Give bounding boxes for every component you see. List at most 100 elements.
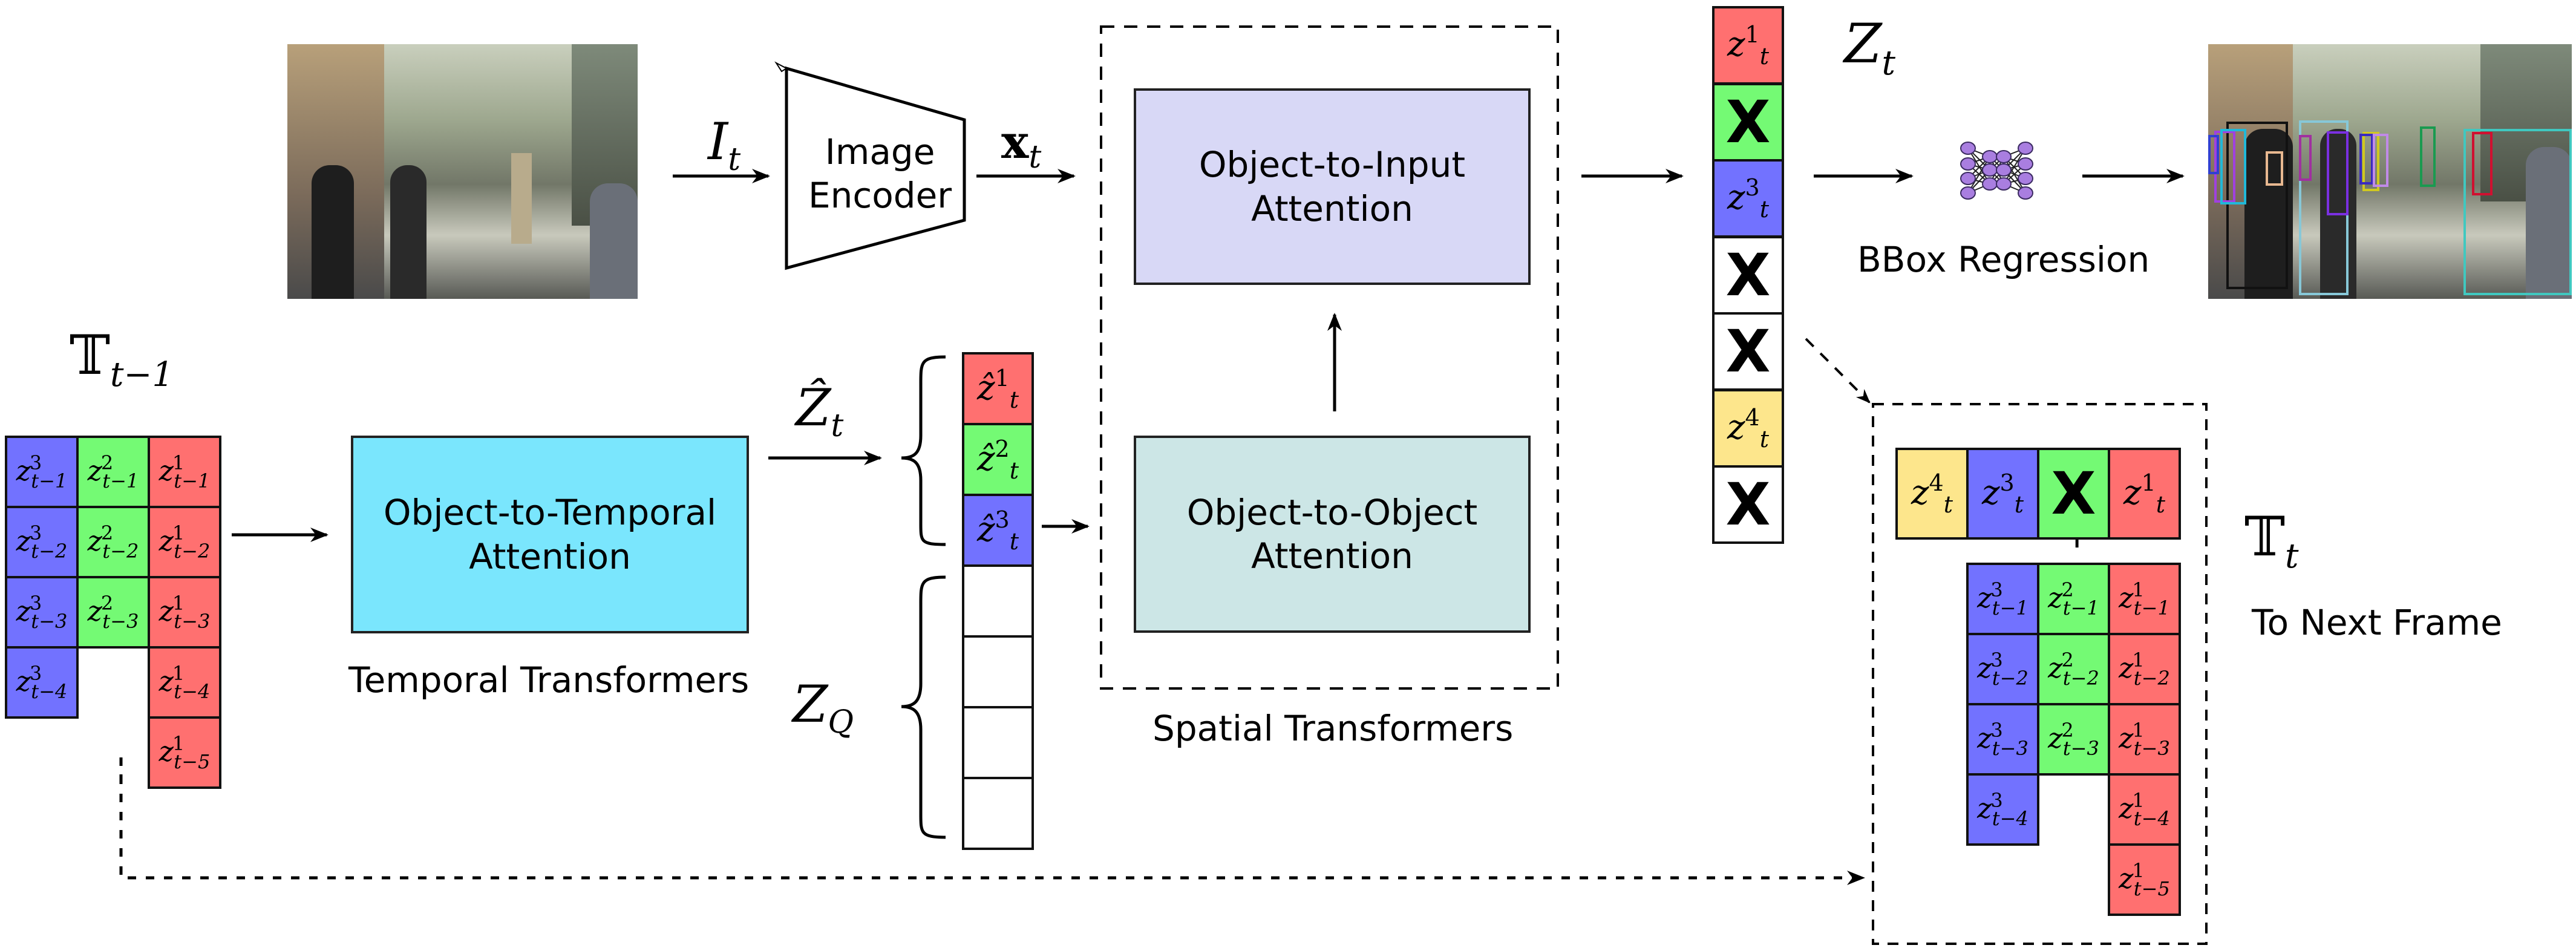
time-index: t−1 bbox=[2062, 597, 2099, 619]
current-tracks-frame bbox=[1872, 403, 2208, 945]
time-index: t−1 bbox=[102, 469, 139, 492]
time-index: t bbox=[1759, 196, 1769, 223]
time-index: t−3 bbox=[102, 610, 139, 633]
previous-tracks-symbol-main: 𝕋 bbox=[70, 324, 110, 387]
current-track-history-cell: z2t−1 bbox=[2037, 563, 2110, 635]
embedding-symbol: z bbox=[2119, 581, 2134, 614]
current-track-history-cell: z1t−5 bbox=[2108, 843, 2181, 916]
embedding-symbol: z bbox=[159, 525, 174, 557]
brace-predicted-queries bbox=[901, 355, 946, 546]
output-embedding-cell: X bbox=[1712, 82, 1784, 162]
input-frame-symbol-main: I bbox=[708, 112, 728, 171]
network-node bbox=[1996, 163, 2012, 177]
embedding-symbol: z bbox=[159, 665, 174, 698]
object-id: 1 bbox=[1745, 21, 1760, 48]
embedding-symbol: z bbox=[1727, 407, 1745, 447]
object-to-object-line2: Attention bbox=[1251, 535, 1413, 577]
time-index: t−2 bbox=[31, 540, 68, 563]
new-queries-symbol-main: Z bbox=[793, 675, 828, 734]
tracking-bounding-box bbox=[2299, 135, 2312, 181]
tracking-bounding-box bbox=[2373, 134, 2388, 187]
previous-track-cell: z3t−3 bbox=[5, 576, 79, 649]
object-id: 3 bbox=[29, 521, 42, 544]
network-node bbox=[1982, 150, 1998, 163]
previous-track-cell: z1t−1 bbox=[148, 436, 221, 508]
output-embedding-cell: X bbox=[1712, 235, 1784, 315]
object-id: 2 bbox=[100, 521, 114, 544]
current-track-history-cell: z3t−4 bbox=[1966, 773, 2039, 846]
time-index: t−1 bbox=[31, 469, 68, 492]
output-embedding-cell: X bbox=[1712, 312, 1784, 391]
embedding-symbol: ẑ bbox=[977, 439, 995, 479]
embedding-symbol: z bbox=[87, 454, 102, 487]
current-track-history-cell: z1t−1 bbox=[2108, 563, 2181, 635]
time-index: t−5 bbox=[2133, 877, 2170, 900]
time-index: t−3 bbox=[174, 610, 211, 633]
time-index: t−1 bbox=[1992, 597, 2028, 619]
to-next-frame-label: To Next Frame bbox=[2252, 602, 2502, 643]
object-id: 3 bbox=[29, 592, 42, 615]
previous-track-cell: z1t−5 bbox=[148, 716, 221, 789]
object-id: 2 bbox=[2061, 719, 2074, 742]
predicted-queries-symbol: Ẑt bbox=[796, 378, 843, 444]
current-tracks-symbol-sub: t bbox=[2284, 537, 2299, 576]
input-frame-image bbox=[287, 44, 638, 299]
time-index: t−3 bbox=[31, 610, 68, 633]
current-tracks-symbol-main: 𝕋 bbox=[2244, 505, 2285, 569]
network-node bbox=[2018, 142, 2033, 155]
current-track-history-cell: z1t−4 bbox=[2108, 773, 2181, 846]
features-symbol-sub: t bbox=[1028, 139, 1042, 175]
tracking-bounding-box bbox=[2472, 132, 2493, 195]
time-index: t−4 bbox=[174, 680, 211, 703]
image-encoder-shape bbox=[785, 66, 966, 270]
new-query-cell bbox=[962, 564, 1034, 638]
network-edge bbox=[1967, 148, 1990, 185]
spatial-transformers-title: Spatial Transformers bbox=[1152, 708, 1514, 749]
object-id: 3 bbox=[1999, 469, 2015, 496]
time-index: t bbox=[1943, 491, 1953, 518]
tracking-bounding-box bbox=[2359, 134, 2373, 185]
object-id: 3 bbox=[1990, 578, 2003, 601]
embedding-symbol: z bbox=[159, 454, 174, 487]
object-id: 1 bbox=[172, 451, 185, 474]
current-track-new-cell: z1t bbox=[2108, 448, 2181, 540]
embedding-symbol: z bbox=[1977, 792, 1992, 825]
current-track-history-cell: z3t−1 bbox=[1966, 563, 2039, 635]
tracking-bounding-box bbox=[2226, 122, 2288, 289]
embedding-symbol: z bbox=[1727, 25, 1745, 64]
predicted-queries-symbol-main: Ẑ bbox=[796, 378, 831, 437]
new-queries-symbol-sub: Q bbox=[828, 704, 854, 740]
previous-track-cell: z2t−3 bbox=[76, 576, 150, 649]
time-index: t−4 bbox=[2133, 807, 2170, 830]
tracking-bounding-box bbox=[2463, 129, 2572, 295]
current-track-history-cell: z3t−2 bbox=[1966, 633, 2039, 705]
previous-track-cell: z3t−4 bbox=[5, 646, 79, 719]
embedding-symbol: z bbox=[1977, 581, 1992, 614]
embedding-symbol: z bbox=[2048, 581, 2063, 614]
features-symbol: xt bbox=[1001, 115, 1041, 175]
previous-track-cell: z2t−2 bbox=[76, 506, 150, 578]
previous-tracks-symbol: 𝕋t−1 bbox=[70, 324, 174, 394]
network-node bbox=[1982, 177, 1998, 191]
tracking-bounding-box bbox=[2214, 131, 2235, 203]
embedding-symbol: z bbox=[87, 525, 102, 557]
predicted-queries-symbol-sub: t bbox=[831, 408, 844, 444]
current-track-new-cell: X bbox=[2037, 448, 2110, 540]
time-index: t bbox=[1009, 386, 1019, 413]
discard-mark-icon: X bbox=[2051, 460, 2096, 528]
embedding-symbol: z bbox=[16, 595, 31, 627]
time-index: t bbox=[1759, 43, 1769, 70]
embedding-symbol: z bbox=[2048, 722, 2063, 754]
previous-track-cell: z1t−3 bbox=[148, 576, 221, 649]
previous-tracks-symbol-sub: t−1 bbox=[110, 355, 174, 394]
embedding-symbol: z bbox=[16, 454, 31, 487]
current-track-history-cell: z3t−3 bbox=[1966, 703, 2039, 776]
object-id: 2 bbox=[2061, 649, 2074, 672]
output-embedding-cell: z1t bbox=[1712, 6, 1784, 85]
features-symbol-main: x bbox=[1001, 115, 1029, 169]
outputs-symbol-main: Z bbox=[1844, 12, 1882, 76]
embedding-symbol: z bbox=[1977, 722, 1992, 754]
